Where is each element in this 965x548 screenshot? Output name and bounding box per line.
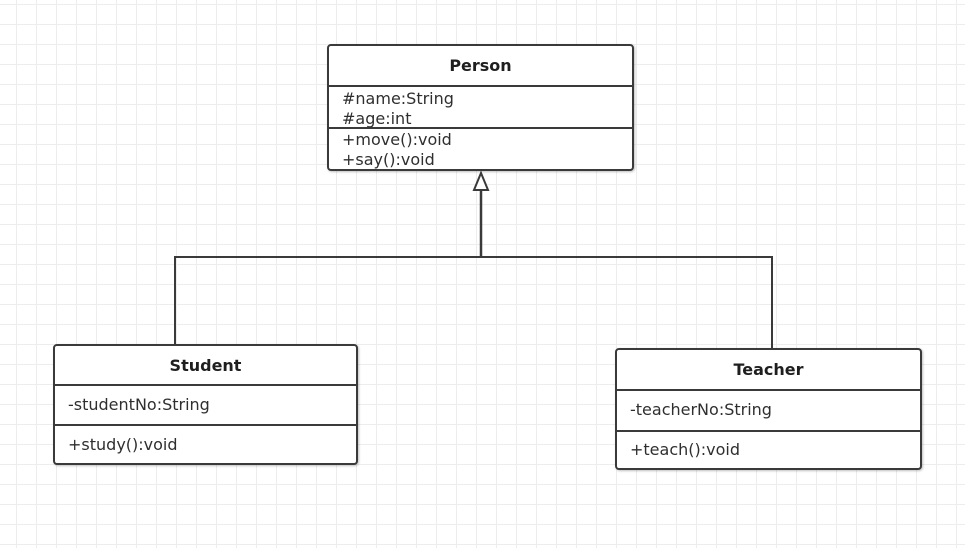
student-class[interactable]: Student -studentNo:String +study():void — [53, 344, 358, 465]
person-class[interactable]: Person #name:String #age:int +move():voi… — [327, 44, 634, 171]
person-attribute-name: #name:String — [342, 89, 454, 108]
student-attribute-studentno: -studentNo:String — [68, 395, 210, 414]
person-method-move: +move():void — [342, 130, 452, 149]
teacher-method-teach: +teach():void — [630, 440, 740, 459]
student-inheritance-line — [174, 256, 481, 344]
student-class-name: Student — [55, 346, 356, 386]
person-attribute-age: #age:int — [342, 109, 412, 128]
teacher-class[interactable]: Teacher -teacherNo:String +teach():void — [615, 348, 922, 470]
teacher-attributes: -teacherNo:String — [617, 391, 920, 432]
generalization-arrowhead-icon — [472, 170, 490, 191]
person-attributes: #name:String #age:int — [329, 87, 632, 129]
person-method-say: +say():void — [342, 150, 435, 169]
person-methods: +move():void +say():void — [329, 129, 632, 169]
teacher-methods: +teach():void — [617, 432, 920, 468]
teacher-attribute-teacherno: -teacherNo:String — [630, 400, 772, 419]
student-attributes: -studentNo:String — [55, 386, 356, 426]
teacher-inheritance-line — [481, 256, 773, 348]
student-method-study: +study():void — [68, 435, 178, 454]
student-methods: +study():void — [55, 426, 356, 463]
person-class-name: Person — [329, 46, 632, 87]
teacher-class-name: Teacher — [617, 350, 920, 391]
